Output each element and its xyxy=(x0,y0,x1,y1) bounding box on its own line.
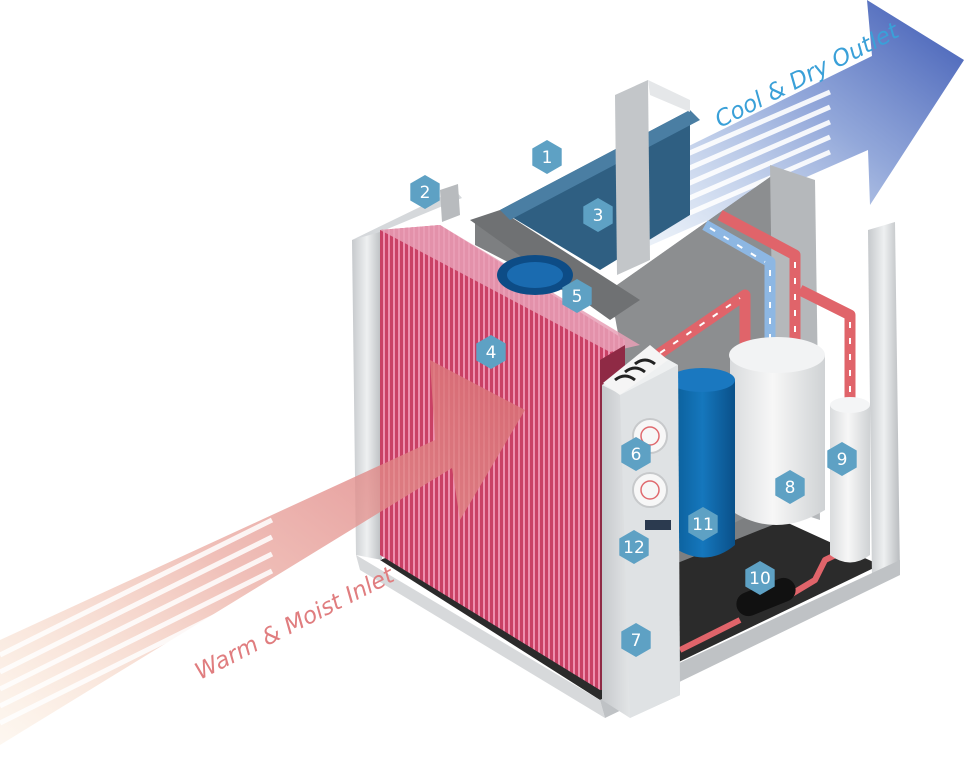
marker-hexagon xyxy=(583,198,613,232)
marker-hexagon xyxy=(619,530,649,564)
marker-4: 4 xyxy=(476,335,506,369)
marker-8: 8 xyxy=(775,470,805,504)
marker-hexagon xyxy=(562,279,592,313)
marker-number: 2 xyxy=(420,183,431,203)
marker-2: 2 xyxy=(410,175,440,209)
gauge-bottom xyxy=(632,472,668,508)
fan xyxy=(497,255,573,295)
marker-number: 7 xyxy=(631,631,642,651)
water-tank xyxy=(669,368,735,558)
inlet-stripes xyxy=(0,517,274,726)
compressor xyxy=(729,337,825,525)
marker-number: 4 xyxy=(486,343,497,363)
marker-number: 3 xyxy=(593,206,604,226)
marker-7: 7 xyxy=(621,623,651,657)
filter-drier xyxy=(736,577,796,617)
marker-hexagon xyxy=(532,140,562,174)
marker-number: 10 xyxy=(749,569,771,589)
rear-post xyxy=(615,80,650,275)
marker-number: 11 xyxy=(692,515,714,535)
control-column xyxy=(602,345,680,718)
display-panel xyxy=(645,520,671,530)
marker-3: 3 xyxy=(583,198,613,232)
marker-hexagon xyxy=(688,507,718,541)
marker-12: 12 xyxy=(619,530,649,564)
marker-hexagon xyxy=(621,437,651,471)
marker-hexagon xyxy=(621,623,651,657)
marker-1: 1 xyxy=(532,140,562,174)
marker-number: 6 xyxy=(631,445,642,465)
inlet-airflow-arrow xyxy=(0,360,525,745)
marker-10: 10 xyxy=(745,561,775,595)
marker-number: 12 xyxy=(623,538,645,558)
accumulator xyxy=(830,397,870,563)
marker-9: 9 xyxy=(827,442,857,476)
right-frame-post xyxy=(868,222,900,580)
marker-11: 11 xyxy=(688,507,718,541)
marker-number: 9 xyxy=(837,450,848,470)
marker-hexagon xyxy=(775,470,805,504)
marker-number: 8 xyxy=(785,478,796,498)
marker-hexagon xyxy=(410,175,440,209)
marker-number: 1 xyxy=(542,148,553,168)
marker-hexagon xyxy=(745,561,775,595)
marker-6: 6 xyxy=(621,437,651,471)
marker-hexagon xyxy=(476,335,506,369)
marker-hexagon xyxy=(827,442,857,476)
marker-number: 5 xyxy=(572,287,583,307)
marker-5: 5 xyxy=(562,279,592,313)
